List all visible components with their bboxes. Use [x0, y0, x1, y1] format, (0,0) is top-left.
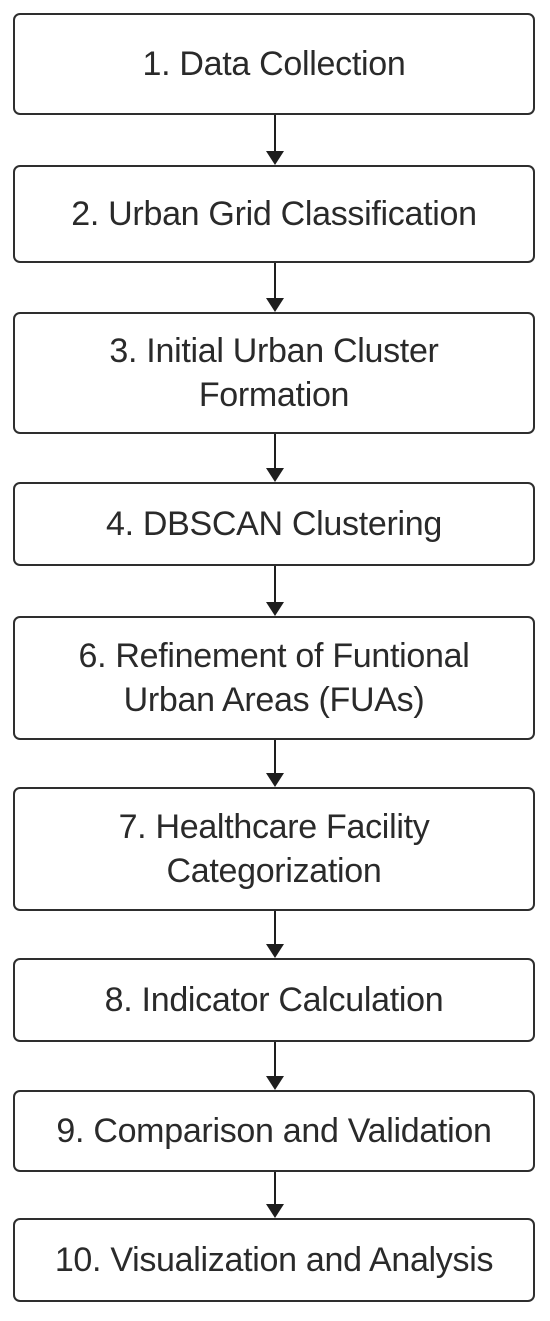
step-box-data-collection: 1. Data Collection	[13, 13, 535, 115]
flow-arrow	[266, 263, 284, 312]
step-box-dbscan-clustering: 4. DBSCAN Clustering	[13, 482, 535, 566]
step-box-comparison-validation: 9. Comparison and Validation	[13, 1090, 535, 1172]
flow-arrow	[266, 566, 284, 616]
step-box-healthcare-facility-categorization: 7. Healthcare Facility Categorization	[13, 787, 535, 911]
step-label: 10. Visualization and Analysis	[54, 1241, 494, 1279]
step-box-urban-grid-classification: 2. Urban Grid Classification	[13, 165, 535, 263]
step-label: 4. DBSCAN Clustering	[105, 505, 442, 543]
step-label: 9. Comparison and Validation	[56, 1112, 492, 1150]
step-box-indicator-calculation: 8. Indicator Calculation	[13, 958, 535, 1042]
step-label: 7. Healthcare Facility Categorization	[118, 808, 430, 890]
flow-arrow	[266, 1172, 284, 1218]
step-label: 1. Data Collection	[142, 45, 406, 83]
flow-arrow	[266, 1042, 284, 1090]
step-box-visualization-analysis: 10. Visualization and Analysis	[13, 1218, 535, 1302]
flow-arrow	[266, 911, 284, 958]
step-label: 2. Urban Grid Classification	[71, 195, 477, 233]
step-label: 8. Indicator Calculation	[104, 981, 444, 1019]
step-label: 3. Initial Urban Cluster Formation	[109, 332, 439, 414]
step-label: 6. Refinement of Funtional Urban Areas (…	[78, 637, 470, 719]
flow-arrow	[266, 434, 284, 482]
step-box-initial-urban-cluster-formation: 3. Initial Urban Cluster Formation	[13, 312, 535, 434]
flow-arrow	[266, 115, 284, 165]
step-box-refinement-fuas: 6. Refinement of Funtional Urban Areas (…	[13, 616, 535, 740]
flow-arrow	[266, 740, 284, 787]
